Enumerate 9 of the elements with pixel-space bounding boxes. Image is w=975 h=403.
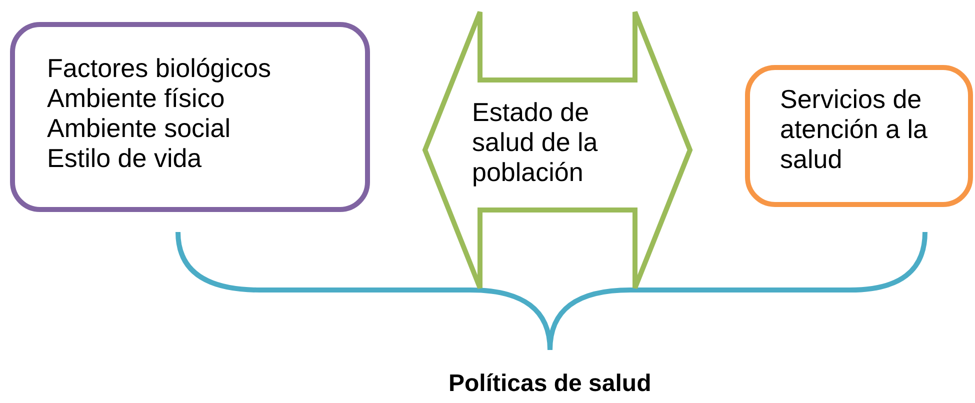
node-text: Ambiente físico bbox=[47, 83, 226, 113]
node-text: Estilo de vida bbox=[47, 143, 203, 173]
node-text: Servicios de atención a la salud bbox=[780, 84, 928, 174]
node-text: Factores biológicos bbox=[47, 53, 272, 83]
rounded-box bbox=[10, 22, 370, 212]
brace-label: Políticas de salud bbox=[448, 370, 652, 398]
rounded-box bbox=[745, 65, 973, 207]
node-text: Estado de salud de la población bbox=[472, 97, 599, 187]
node-text: Ambiente social bbox=[47, 113, 232, 143]
